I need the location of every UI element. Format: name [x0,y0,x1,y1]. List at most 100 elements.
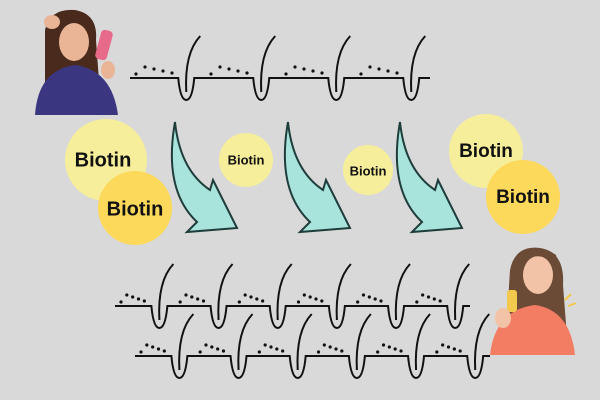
scalp-dot [381,343,386,347]
hair-strand [335,35,351,93]
scalp-dot [162,349,166,353]
scalp-dot [387,345,391,349]
scalp-line [135,355,490,380]
biotin-circle [343,145,393,195]
scalp-dot [340,349,344,353]
scalp-dot [368,65,372,69]
scalp-dot [376,350,380,354]
scalp-dot [311,69,315,73]
scalp-line [115,305,470,330]
scalp-dot [210,345,214,349]
biotin-label: Biotin [349,163,387,179]
scalp-dot [209,72,213,76]
scalp-dot [161,69,165,73]
scalp-dot [432,297,436,301]
scalp-dot [263,343,267,347]
scalp-dot [296,300,301,304]
happy-woman-illustration [490,247,577,355]
scalp-dot [426,295,431,299]
scalp-dot [237,300,241,304]
hair-follicle-rows [115,35,490,380]
scalp-dot [151,345,155,349]
scalp-dot [221,349,226,353]
biotin-circle [219,133,273,187]
hair-strand [178,313,195,371]
scalp-dot [275,347,279,351]
arrows-group [170,121,464,234]
worried-woman-illustration [35,9,118,115]
scalp-dot [316,350,321,354]
scalp-dot [302,293,306,297]
scalp-dot [170,71,174,75]
scalp-dot [377,67,381,71]
scalp-dot [145,343,149,347]
scalp-dot [452,347,456,351]
scalp-dot [125,293,129,297]
scalp-dot [361,293,366,297]
scalp-dot [356,300,360,304]
scalp-dot [446,345,451,349]
hair-strand [453,263,470,321]
scalp-dot [281,349,285,353]
scalp-dot [227,67,231,71]
hair-strand [394,263,411,321]
hair-strand [158,263,175,321]
hair-strand [237,313,254,371]
scalp-dot [438,299,442,303]
scalp-dot [216,347,220,351]
scalp-dot [334,347,338,351]
scalp-dot [269,345,273,349]
hair-strand [410,35,426,93]
scalp-dot [139,350,143,354]
hair-strand [355,313,372,371]
hair-strand [217,263,234,321]
scalp-dot [218,65,222,69]
scalp-dot [178,300,182,304]
down-arrow-icon [395,121,464,234]
scalp-dot [198,350,202,354]
scalp-dot [328,345,332,349]
scalp-dot [395,71,399,75]
hair-strand [414,313,431,371]
scalp-dot [435,350,439,354]
scalp-dot [415,300,419,304]
scalp-dot [196,297,200,301]
scalp-dot [322,343,326,347]
scalp-dot [302,67,306,71]
biotin-circle [98,171,172,245]
scalp-dot [143,65,147,69]
scalp-dot [142,299,146,303]
scalp-dot [152,67,156,71]
scalp-line [130,77,430,102]
scalp-dot [320,71,324,75]
scalp-dot [204,343,208,347]
scalp-dot [399,349,403,353]
scalp-dot [261,299,265,303]
scalp-dot [156,347,161,351]
biotin-label: Biotin [106,198,164,221]
scalp-dot [243,293,247,297]
scalp-dot [134,72,138,76]
hair-strand [335,263,352,321]
scalp-dot [257,350,261,354]
down-arrow-icon [170,121,239,234]
hair-strand [260,35,276,93]
hair-strand [185,35,201,93]
scalp-dot [379,299,383,303]
scalp-dot [131,295,135,299]
biotin-label: Biotin [496,187,550,208]
scalp-dot [421,293,425,297]
scalp-dot [441,343,445,347]
scalp-dot [255,297,259,301]
scalp-dot [236,69,240,73]
scalp-dot [201,299,206,303]
scalp-dot [359,72,363,76]
scalp-dot [284,72,288,76]
scalp-dot [293,65,297,69]
scalp-dot [314,297,318,301]
scalp-dot [458,349,462,353]
hair-strand [296,313,313,371]
scalp-dot [184,293,188,297]
scalp-dot [308,295,312,299]
